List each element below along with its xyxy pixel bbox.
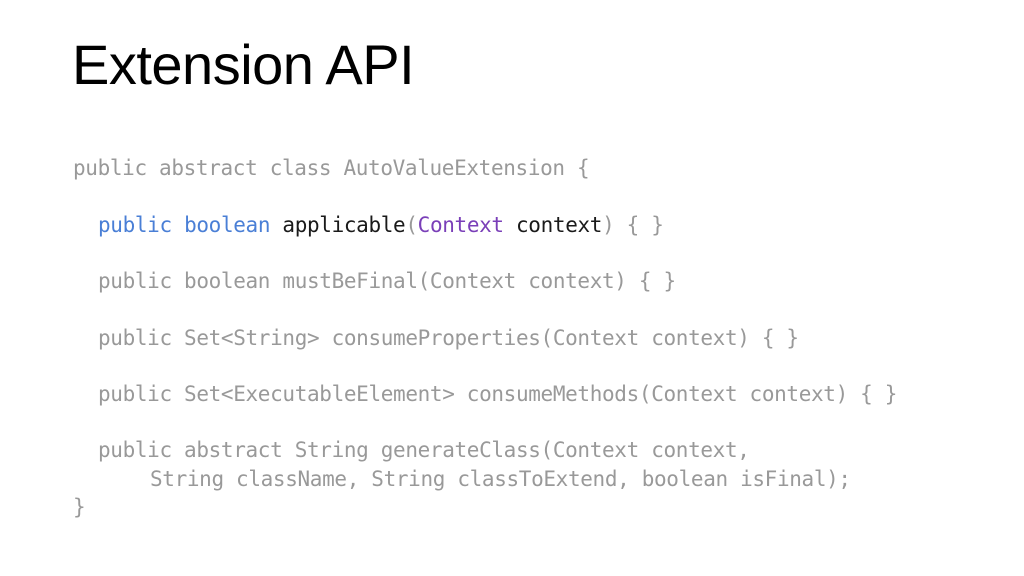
code-line-consume-properties: public Set<String> consumeProperties(Con… [98, 326, 799, 350]
code-line-consume-methods: public Set<ExecutableElement> consumeMet… [98, 382, 898, 406]
code-line-generate-class-2: String className, String classToExtend, … [150, 467, 851, 491]
code-block: public abstract class AutoValueExtension… [73, 154, 897, 562]
param-name-context: context [516, 213, 603, 237]
slide-title: Extension API [72, 33, 415, 96]
keyword-public: public [98, 213, 172, 237]
code-line-class-declaration: public abstract class AutoValueExtension… [73, 156, 590, 180]
keyword-boolean: boolean [184, 213, 271, 237]
open-paren: ( [405, 213, 418, 237]
code-line-closing-brace: } [73, 495, 86, 519]
param-type-context: Context [417, 213, 504, 237]
code-line-applicable: public boolean applicable(Context contex… [98, 211, 664, 239]
method-body-braces: ) { } [602, 213, 664, 237]
method-name-applicable: applicable [282, 213, 406, 237]
code-line-must-be-final: public boolean mustBeFinal(Context conte… [98, 269, 676, 293]
code-line-generate-class-1: public abstract String generateClass(Con… [98, 438, 750, 462]
